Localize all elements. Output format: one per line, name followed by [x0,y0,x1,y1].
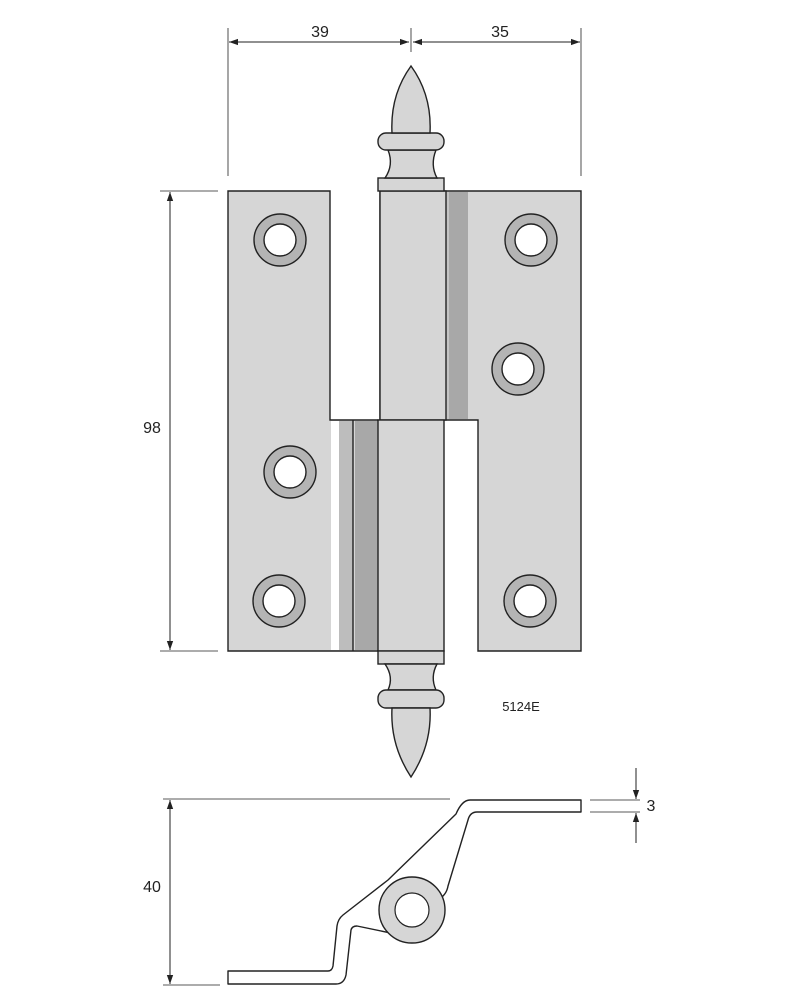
dim-right-leaf-width: 35 [491,24,509,41]
dim-height: 98 [143,420,161,437]
dim-left-leaf-width: 39 [311,24,329,41]
left-knuckle-shade [331,421,339,650]
screw-holes [252,213,558,628]
screw-hole-left-middle [263,445,317,499]
screw-hole-right-top [504,213,558,267]
screw-hole-left-bottom [252,574,306,628]
dim-depth: 40 [143,879,161,896]
height-dimension: 98 [143,190,218,652]
dim-thickness: 3 [647,798,656,815]
thickness-dimension: 3 [590,768,656,843]
depth-dimension: 40 [143,798,450,986]
hinge-profile-view [227,799,582,985]
hinge-front-view [227,64,582,779]
product-code: 5124E [502,699,540,714]
top-finial [377,64,445,192]
screw-hole-left-top [253,213,307,267]
lower-knuckle [377,419,445,652]
profile-pin [394,892,430,928]
screw-hole-right-bottom [503,574,557,628]
right-knuckle-shade [448,192,468,419]
screw-hole-right-middle [491,342,545,396]
width-dimensions: 39 35 [227,24,582,176]
upper-knuckle [379,190,447,421]
bottom-finial [377,650,445,779]
